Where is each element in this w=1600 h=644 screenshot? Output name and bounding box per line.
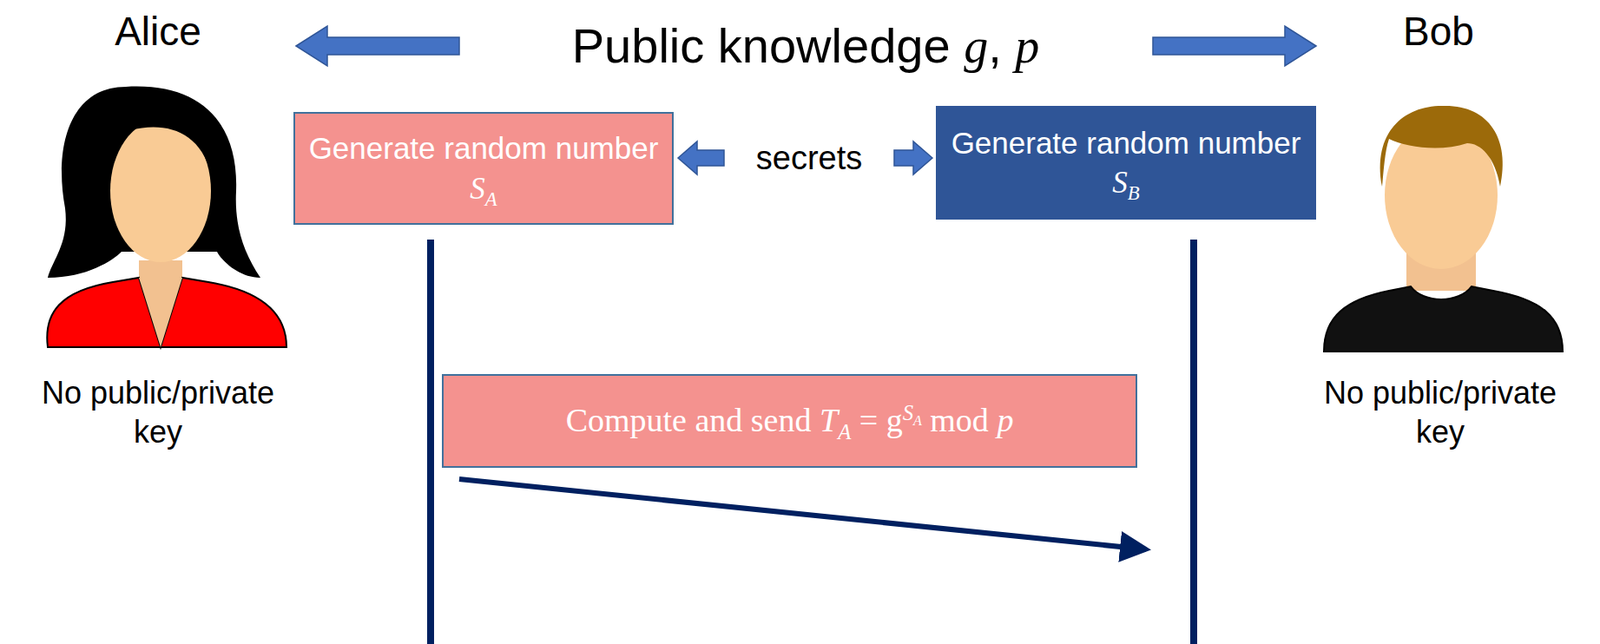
box-text: Generate random number SB <box>949 123 1303 204</box>
heading-label: Public knowledge g, p <box>572 15 1041 77</box>
note-label: No public/private key <box>1297 373 1584 452</box>
box-text: Compute and send TA = gSA mod p <box>566 399 1014 442</box>
message-arrow <box>459 479 1146 550</box>
lifeline <box>1190 239 1198 644</box>
secrets-label: secrets <box>756 138 863 180</box>
process-box: Generate random number SA <box>293 111 674 225</box>
lifeline <box>427 239 435 644</box>
block-arrow <box>678 141 725 175</box>
person-name: Bob <box>1402 6 1475 58</box>
person-name: Alice <box>114 6 202 58</box>
block-arrow <box>894 141 933 175</box>
box-text: Generate random number SA <box>307 128 660 209</box>
bob-figure <box>1323 105 1563 352</box>
block-arrow <box>296 26 460 66</box>
block-arrow <box>1152 26 1317 66</box>
message-box: Compute and send TA = gSA mod p <box>441 374 1138 468</box>
alice-figure <box>46 86 287 348</box>
process-box: Generate random number SB <box>935 105 1317 220</box>
note-label: No public/private key <box>14 373 302 452</box>
